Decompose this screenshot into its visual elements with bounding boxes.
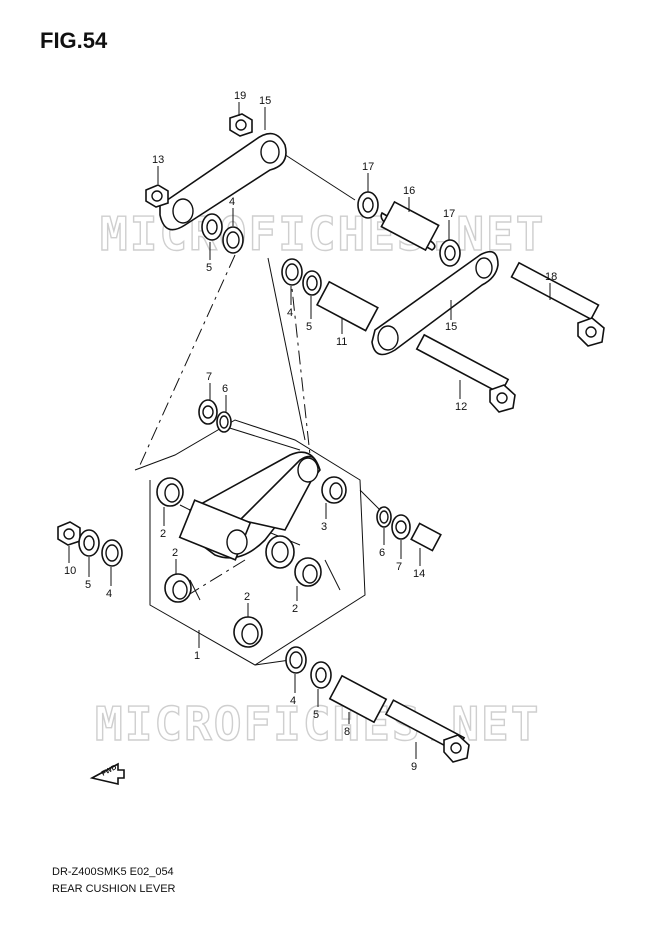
bolt-12 — [415, 333, 516, 413]
callout-6-right: 6 — [379, 547, 385, 559]
callout-11: 11 — [336, 336, 347, 348]
callout-19: 19 — [234, 90, 246, 102]
spacer-8 — [328, 674, 388, 724]
bearing-2-a — [156, 477, 184, 507]
callout-15-upper: 15 — [259, 95, 271, 107]
seal-6-upper-hole — [219, 415, 229, 429]
callout-5-mid: 5 — [306, 321, 312, 333]
figure-title: FIG.54 — [40, 28, 108, 53]
washer-5-left-hole — [83, 535, 95, 551]
callout-13: 13 — [152, 154, 164, 166]
spacer-16 — [380, 200, 440, 252]
washer-5-upper-hole — [206, 219, 218, 235]
diagram-subtitle: REAR CUSHION LEVER — [52, 883, 176, 895]
seal-4-mid-hole — [285, 263, 299, 281]
callout-4-bottom: 4 — [290, 695, 296, 707]
callout-2-b: 2 — [172, 547, 178, 559]
callout-4-mid: 4 — [287, 307, 293, 319]
washer-17-a-hole — [362, 197, 374, 213]
callout-10: 10 — [64, 565, 76, 577]
bearing-3 — [321, 476, 347, 504]
callout-8: 8 — [344, 726, 350, 738]
callout-5-upper: 5 — [206, 262, 212, 274]
nut-10 — [57, 521, 81, 546]
spacer-11 — [315, 280, 379, 332]
washer-5-mid-hole — [306, 275, 318, 291]
callout-7-upper: 7 — [206, 371, 212, 383]
model-code: DR-Z400SMK5 E02_054 — [52, 866, 174, 878]
callout-6-upper: 6 — [222, 383, 228, 395]
seal-4-bottom-hole — [289, 651, 303, 669]
washer-7-right-hole — [395, 520, 407, 534]
callout-2-c: 2 — [244, 591, 250, 603]
callout-1: 1 — [194, 650, 200, 662]
callout-15-lower: 15 — [445, 321, 457, 333]
seal-6-right-hole — [379, 510, 389, 524]
bearing-2-c — [233, 616, 263, 648]
washer-5-bottom-hole — [315, 667, 327, 683]
callout-4-left: 4 — [106, 588, 112, 600]
fwd-arrow-icon: FWD — [89, 762, 125, 786]
bearing-2-d — [294, 557, 322, 587]
callout-9: 9 — [411, 761, 417, 773]
callout-7-right: 7 — [396, 561, 402, 573]
bearing-2-b — [164, 573, 192, 603]
link-rod-upper — [159, 132, 287, 231]
callout-18: 18 — [545, 271, 557, 283]
seal-4-left-hole — [105, 544, 119, 562]
assembly-lines — [134, 144, 386, 666]
callout-5-bottom: 5 — [313, 709, 319, 721]
spacer-14 — [410, 522, 442, 552]
callout-3: 3 — [321, 521, 327, 533]
washer-17-b-hole — [444, 245, 456, 261]
bolt-9 — [384, 699, 470, 763]
callout-17-b: 17 — [443, 208, 455, 220]
callout-4-upper: 4 — [229, 196, 235, 208]
callout-16: 16 — [403, 185, 415, 197]
callout-17-a: 17 — [362, 161, 374, 173]
bolt-18 — [510, 261, 605, 347]
callouts: 19 15 13 4 5 17 16 17 18 4 5 11 15 12 7 … — [64, 90, 557, 773]
washer-7-upper-hole — [202, 405, 214, 419]
callout-12: 12 — [455, 401, 467, 413]
link-rod-lower — [371, 250, 499, 356]
seal-4-upper-hole — [226, 231, 240, 249]
nut-19 — [229, 113, 253, 137]
cushion-lever — [178, 451, 321, 569]
callout-2-d: 2 — [292, 603, 298, 615]
callout-14: 14 — [413, 568, 425, 580]
callout-5-left: 5 — [85, 579, 91, 591]
callout-2-a: 2 — [160, 528, 166, 540]
nut-13 — [145, 184, 169, 208]
